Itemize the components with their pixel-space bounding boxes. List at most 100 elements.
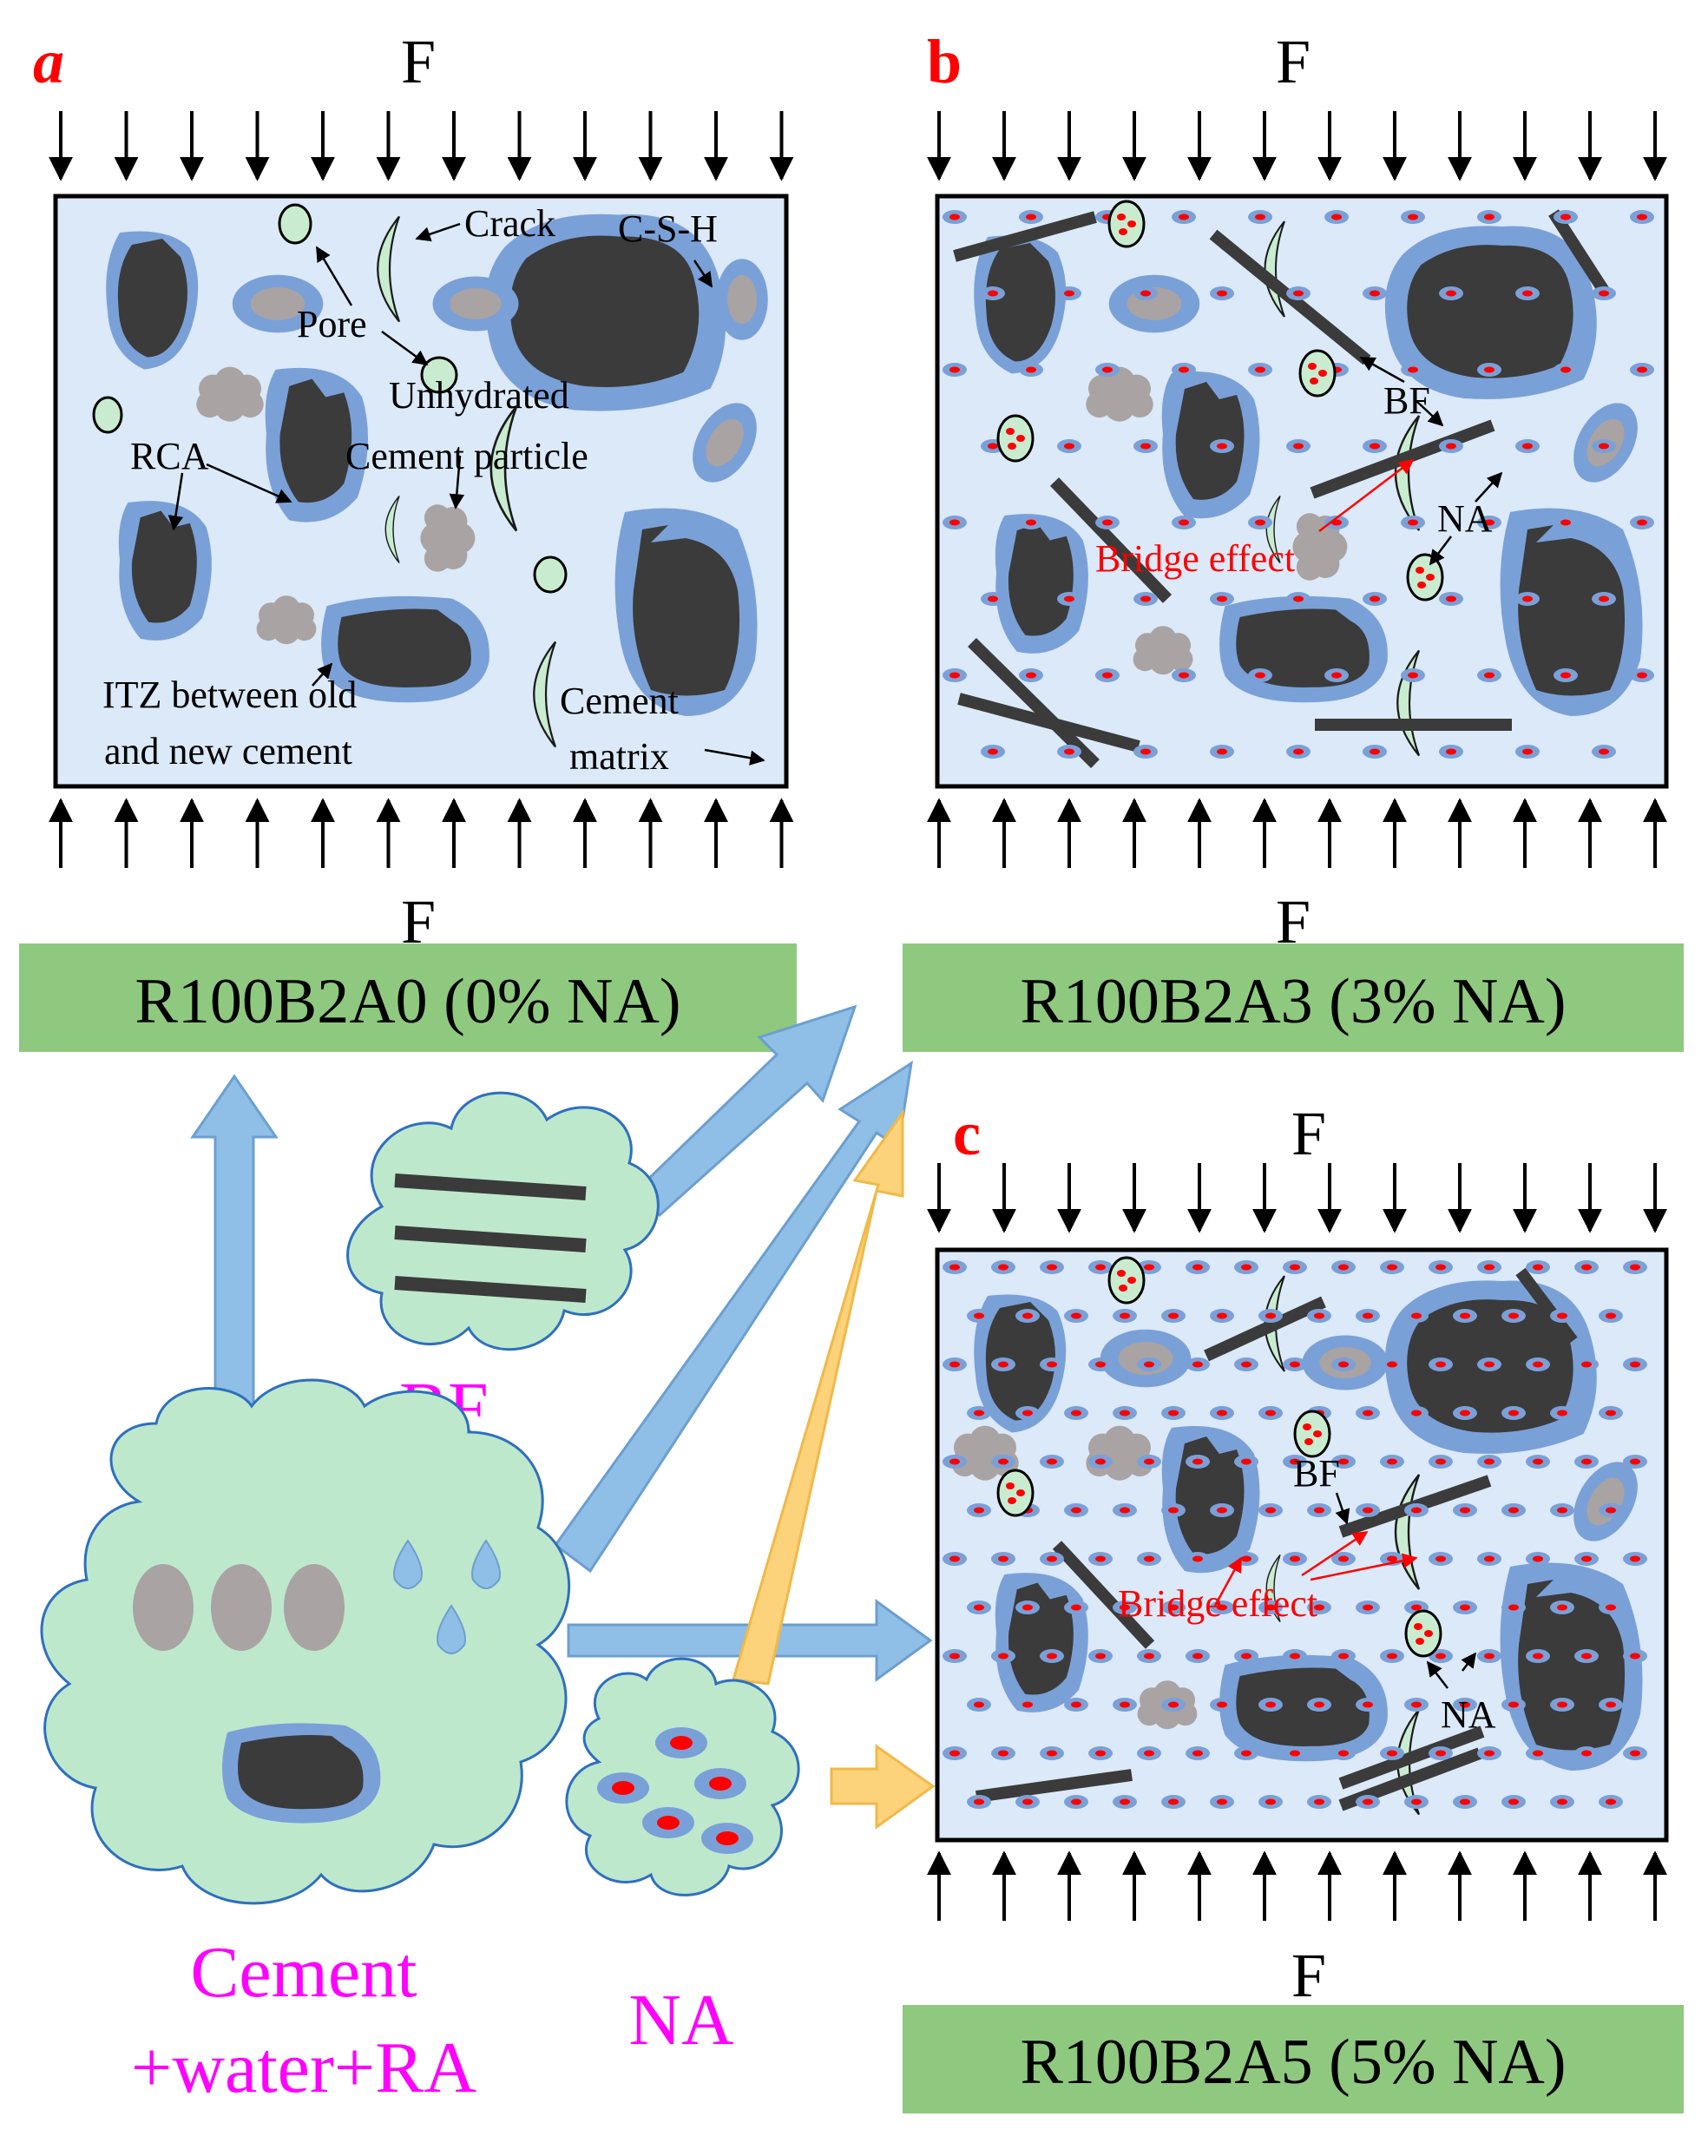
nano-additive-dot [1356, 1795, 1380, 1809]
nano-additive-dot [1210, 286, 1234, 300]
panel-c-caption: R100B2A5 (5% NA) [1021, 2027, 1567, 2098]
panel-a-top-force-arrows [61, 111, 782, 179]
nano-additive-dot [1088, 1357, 1113, 1371]
nano-additive-dot [1040, 1649, 1064, 1663]
nano-additive-dot [967, 1309, 991, 1323]
nano-additive-dot [1439, 745, 1463, 759]
nano-additive-dot [967, 1795, 991, 1809]
nano-additive-dot [1453, 1601, 1477, 1614]
panel-c-force-top: F [1291, 1099, 1326, 1168]
nano-additive-dot [1234, 1649, 1258, 1663]
nano-additive-dot [1453, 1406, 1477, 1420]
nano-additive-dot [1283, 1357, 1307, 1371]
nano-additive-dot [1088, 1552, 1113, 1566]
nano-additive-dot [1331, 1649, 1356, 1663]
nano-additive-dot [1186, 1357, 1210, 1371]
nano-additive-dot [1161, 1309, 1186, 1323]
nano-additive-dot [1429, 1260, 1453, 1274]
nano-additive-dot [1137, 1455, 1161, 1469]
nano-additive-dot [943, 1649, 967, 1663]
nano-additive-dot [981, 286, 1005, 300]
nano-additive-dot [1113, 1795, 1137, 1809]
nano-additive-dot [1623, 1357, 1647, 1371]
nano-additive-dot [1526, 1455, 1550, 1469]
nano-additive-dot [1554, 210, 1578, 224]
nano-additive-dot [967, 1698, 991, 1712]
nano-additive-dot [1592, 286, 1616, 300]
pore [278, 203, 312, 245]
label-bridge-effect: Bridge effect [1118, 1582, 1317, 1625]
nano-additive-dot [991, 1357, 1015, 1371]
panel-c: c F [903, 1099, 1684, 2113]
panel-a-caption-box [19, 943, 797, 1052]
nano-additive-dot [1064, 1503, 1088, 1517]
nano-additive-dot [1380, 1260, 1404, 1274]
nano-additive-dot [1057, 439, 1081, 453]
nano-additive-dot [1554, 516, 1578, 529]
nano-additive-dot [1501, 1795, 1526, 1809]
nano-additive-dot [1477, 1746, 1501, 1760]
nano-additive-dot [1331, 1357, 1356, 1371]
nano-additive-dot [1210, 592, 1234, 606]
nano-additive-dot [991, 1260, 1015, 1274]
nano-additive-dot [1258, 1503, 1283, 1517]
nano-additive-dot [1113, 1309, 1137, 1323]
label-na: NA [1437, 497, 1493, 540]
nano-additive-dot [1095, 668, 1120, 682]
nano-additive-dot [1356, 1601, 1380, 1614]
pore [92, 396, 123, 434]
nano-additive-dot [1477, 668, 1501, 682]
arrow-bf-to-b [635, 1004, 857, 1218]
nano-additive-dot [1515, 745, 1540, 759]
nano-additive-dot [1172, 363, 1196, 377]
nano-additive-dot [1234, 1357, 1258, 1371]
panel-a-labels: Crack C-S-H Pore Unhydrated Cement parti… [102, 202, 718, 778]
nano-additive-dot [1040, 1357, 1064, 1371]
nano-additive-dot [1019, 210, 1043, 224]
nano-additive-dot [1113, 1698, 1137, 1712]
nano-additive-dot [1015, 1406, 1040, 1420]
label-bf: BF [1383, 379, 1430, 422]
nano-additive-dot [1380, 1455, 1404, 1469]
nano-additive-dot [1161, 1698, 1186, 1712]
nano-additive-dot [1186, 1552, 1210, 1566]
nano-additive-dot [1040, 1260, 1064, 1274]
nano-additive-dot [1186, 1649, 1210, 1663]
nano-additive-dot [943, 363, 967, 377]
panel-c-force-bottom: F [1291, 1941, 1326, 2010]
label-itz-line1: ITZ between old [102, 674, 357, 716]
nano-additive-dot [1630, 668, 1654, 682]
nano-additive-dot [1286, 439, 1311, 453]
nano-additive-dot [991, 1649, 1015, 1663]
panel-a-bottom-force-arrows [61, 800, 782, 868]
cement-label-line1: Cement [190, 1932, 417, 2013]
nano-additive-dot [1550, 1795, 1574, 1809]
nano-additive-dot [967, 1601, 991, 1614]
nano-additive-dot [1429, 1357, 1453, 1371]
nano-additive-dot [1526, 1746, 1550, 1760]
nano-additive-dot [1186, 1455, 1210, 1469]
nano-additive-dot [1380, 1357, 1404, 1371]
nano-additive-dot [1040, 1552, 1064, 1566]
nano-additive-dot [1210, 439, 1234, 453]
nano-particles [597, 1727, 753, 1854]
nano-additive-dot [1064, 1795, 1088, 1809]
nano-additive-dot [1501, 1309, 1526, 1323]
nano-additive-dot [1248, 210, 1272, 224]
nano-additive-dot [1137, 1357, 1161, 1371]
nano-additive-dot [1283, 1552, 1307, 1566]
nano-additive-dot [1356, 1503, 1380, 1517]
nano-additive-dot [1599, 1601, 1623, 1614]
nano-additive-dot [943, 1455, 967, 1469]
nano-additive-dot [1064, 1601, 1088, 1614]
nano-additive-dot [1172, 210, 1196, 224]
nano-additive-dot [1258, 1406, 1283, 1420]
nano-additive-dot [1453, 1309, 1477, 1323]
nano-additive-dot [1574, 1552, 1599, 1566]
panel-b-bottom-force-arrows [939, 800, 1655, 868]
nano-additive-dot [1574, 1357, 1599, 1371]
nano-additive-dot [1363, 592, 1387, 606]
nano-additive-dot [1404, 1795, 1429, 1809]
label-matrix-line1: Cement [560, 680, 679, 722]
nano-additive-dot [1574, 1746, 1599, 1760]
